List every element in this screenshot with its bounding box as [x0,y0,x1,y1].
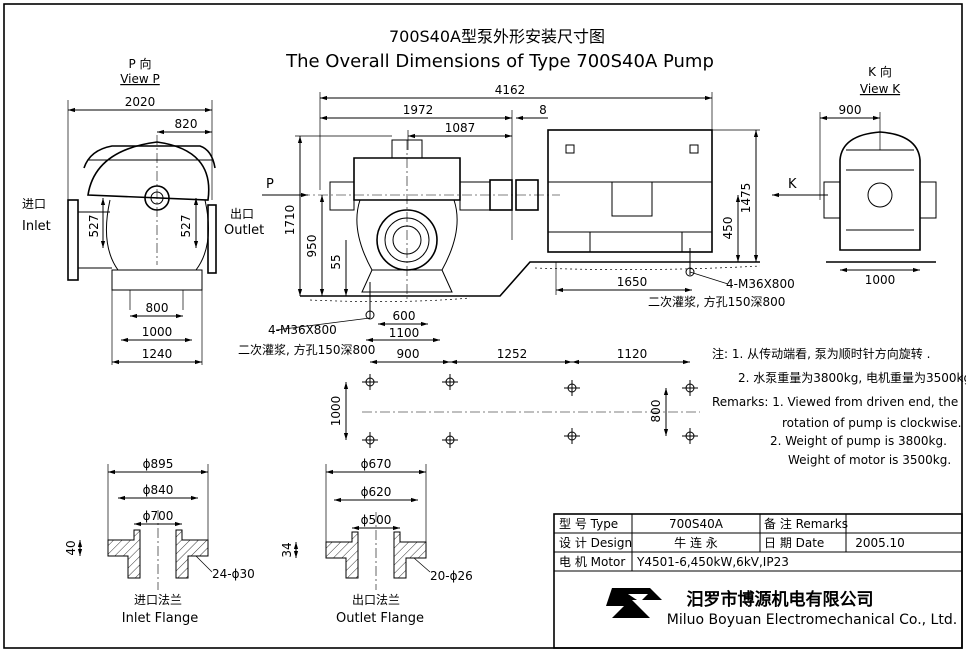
tb-designer: 牛 连 永 [674,535,718,550]
view-p-cn: P 向 [128,56,151,71]
dim-1087: 1087 [445,121,476,135]
dim-1000-plan: 1000 [329,396,343,427]
company-en: Miluo Boyuan Electromechanical Co., Ltd. [667,612,957,628]
arrow-k-label: K [788,177,797,192]
outlet-d670: ϕ670 [361,457,392,471]
outlet-holes: 20-ϕ26 [430,569,473,583]
inlet-d895: ϕ895 [143,457,174,471]
title-block: 型 号 Type 700S40A 备 注 Remarks 设 计 Design … [553,513,963,649]
tb-type-value: 700S40A [669,517,724,531]
note-cn-1: 注: 1. 从传动端看, 泵为顺时针方向旋转 . [712,346,930,361]
note-en-2: rotation of pump is clockwise. [782,416,961,430]
inlet-t40: 40 [64,540,78,555]
front-view: 4162 1972 8 1087 [238,83,795,357]
dim-2020: 2020 [125,95,156,109]
dim-1650: 1650 [617,275,648,289]
dim-450: 450 [721,217,735,240]
dim-600: 600 [393,309,416,323]
dim-8: 8 [539,103,547,117]
tb-motor-label: 电 机 Motor [559,555,625,569]
note-en-3: 2. Weight of pump is 3800kg. [770,434,947,448]
dim-527-right: 527 [179,215,193,238]
dim-800-plan: 800 [649,400,663,423]
inlet-flange-cn: 进口法兰 [134,593,182,607]
dim-950: 950 [305,235,319,258]
tb-design-label: 设 计 Design [559,536,632,550]
dim-800: 800 [146,301,169,315]
dim-1000-p: 1000 [142,325,173,339]
inlet-cn: 进口 [22,197,46,211]
grout-right: 二次灌浆, 方孔150深800 [648,294,785,309]
outlet-flange-en: Outlet Flange [336,611,424,626]
title-cn: 700S40A型泵外形安装尺寸图 [389,27,605,46]
note-en-1: Remarks: 1. Viewed from driven end, the [712,395,958,409]
tb-motor-value: Y4501-6,450kW,6kV,IP23 [636,555,789,569]
inlet-en: Inlet [22,219,51,234]
dim-1972: 1972 [403,103,434,117]
inlet-flange: ϕ895 ϕ840 ϕ700 40 24-ϕ30 进口法兰 Inlet Flan… [64,457,255,626]
dim-55: 55 [329,254,343,269]
note-cn-2: 2. 水泵重量为3800kg, 电机重量为3500kg. [738,371,966,385]
notes: 注: 1. 从传动端看, 泵为顺时针方向旋转 . 2. 水泵重量为3800kg,… [712,346,966,467]
outlet-flange-cn: 出口法兰 [352,593,400,607]
dim-900-plan: 900 [397,347,420,361]
sheet-border [3,3,963,649]
dim-900-k: 900 [839,103,862,117]
outlet-en: Outlet [224,223,264,238]
bolts-left: 4-M36X800 [268,323,337,337]
outlet-cn: 出口 [230,207,254,221]
outlet-d620: ϕ620 [361,485,392,499]
view-p-en: View P [120,72,160,86]
outlet-t34: 34 [280,542,294,557]
view-p: P 向 View P 2020 820 527 527 [22,56,264,365]
arrow-p-label: P [266,177,274,192]
view-k-en: View K [860,82,901,96]
company-logo [606,588,662,618]
inlet-flange-en: Inlet Flange [122,611,198,626]
foundation-plan: 900 1252 1120 1000 800 [329,347,700,448]
inlet-holes: 24-ϕ30 [212,567,255,581]
view-k: K 向 View K 900 1000 [819,64,937,287]
dim-1100: 1100 [389,326,420,340]
tb-remarks-label: 备 注 Remarks [764,516,848,531]
dim-820: 820 [175,117,198,131]
company-cn: 汨罗市博源机电有限公司 [687,589,874,610]
tb-date-label: 日 期 Date [764,536,824,550]
dim-1240: 1240 [142,347,173,361]
dim-4162: 4162 [495,83,526,97]
bolts-right: 4-M36X800 [726,277,795,291]
title-en: The Overall Dimensions of Type 700S40A P… [285,51,714,72]
dim-1120: 1120 [617,347,648,361]
tb-type-label: 型 号 Type [559,517,618,531]
inlet-d840: ϕ840 [143,483,174,497]
dim-527-left: 527 [87,215,101,238]
view-k-cn: K 向 [868,64,892,79]
grout-left: 二次灌浆, 方孔150深800 [238,342,375,357]
dim-1000-k: 1000 [865,273,896,287]
dim-1475: 1475 [739,183,753,214]
outlet-flange: ϕ670 ϕ620 ϕ500 34 20-ϕ26 出口法兰 Outlet Fla… [280,457,473,626]
dim-1710: 1710 [283,205,297,236]
note-en-4: Weight of motor is 3500kg. [788,453,951,467]
dim-1252: 1252 [497,347,528,361]
tb-date-value: 2005.10 [855,536,905,550]
